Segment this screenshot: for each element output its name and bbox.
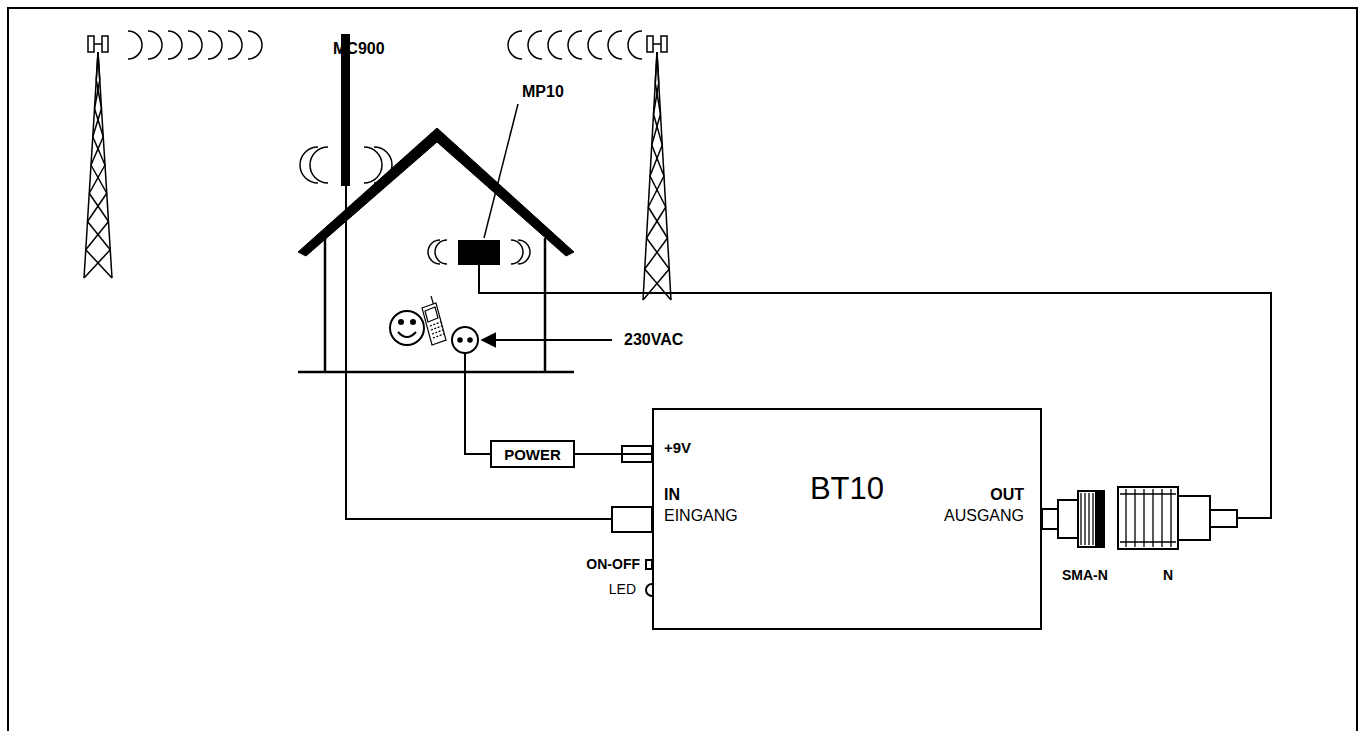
power-supply-box: POWER bbox=[490, 440, 575, 468]
knurling bbox=[1081, 493, 1097, 545]
antenna-cable bbox=[346, 186, 612, 519]
n-connector bbox=[1118, 487, 1237, 549]
frame bbox=[8, 8, 1357, 731]
panel-antenna bbox=[458, 240, 500, 265]
connector-label: N bbox=[1163, 568, 1173, 582]
connector-label: SMA-N bbox=[1062, 568, 1108, 582]
sma-n-adapter bbox=[1042, 491, 1104, 547]
antenna-label: MC900 bbox=[333, 41, 385, 57]
switch-label: ON-OFF bbox=[586, 557, 640, 571]
port-label: AUSGANG bbox=[944, 508, 1024, 524]
antenna-cable bbox=[479, 265, 1271, 518]
port-label: +9V bbox=[664, 440, 691, 455]
power-outlet bbox=[452, 327, 478, 353]
port-label: OUT bbox=[990, 487, 1024, 503]
radio-waves bbox=[128, 31, 642, 264]
power-lead bbox=[575, 453, 652, 455]
port-label: EINGANG bbox=[664, 508, 738, 524]
leader-line bbox=[484, 104, 518, 238]
port-label: IN bbox=[664, 487, 680, 503]
led-label: LED bbox=[609, 582, 636, 596]
in-connector bbox=[612, 507, 652, 532]
power-cable bbox=[465, 353, 490, 454]
amplifier-housing: +9V IN EINGANG BT10 OUT AUSGANG bbox=[652, 408, 1042, 630]
node-title: POWER bbox=[504, 447, 561, 462]
arrow bbox=[482, 339, 612, 341]
mobile-phone-icon bbox=[422, 296, 446, 345]
house bbox=[298, 128, 574, 372]
voltage-label: 230VAC bbox=[624, 332, 683, 348]
antenna-label: MP10 bbox=[522, 84, 564, 100]
device-name: BT10 bbox=[810, 473, 884, 504]
cell-tower bbox=[84, 36, 671, 300]
knurling bbox=[1120, 489, 1176, 547]
person-icon bbox=[390, 311, 424, 345]
